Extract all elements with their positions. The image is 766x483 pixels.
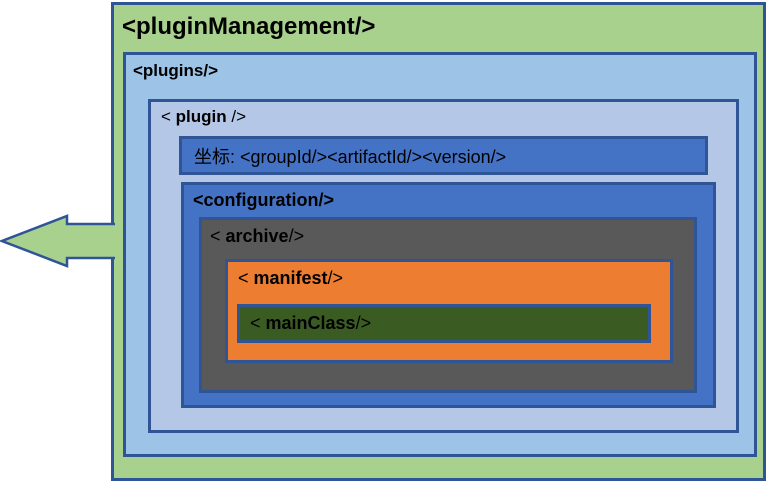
plugin-management-box: <pluginManagement/> <plugins/> < plugin … [111, 2, 766, 481]
coordinates-prefix: 坐标: [194, 146, 241, 167]
plugin-label-name: plugin [175, 107, 227, 126]
plugin-label: < plugin /> [151, 102, 736, 127]
manifest-label-name: manifest [253, 268, 328, 288]
coordinates-bar: 坐标: <groupId/><artifactId/><version/> [179, 136, 708, 175]
manifest-box: < manifest/> < mainClass/> [225, 259, 673, 363]
configuration-box: <configuration/> < archive/> < manifest/… [181, 182, 716, 408]
archive-label-name: archive [225, 226, 289, 246]
archive-label: < archive/> [202, 220, 694, 247]
manifest-label-open: < [238, 268, 254, 288]
main-class-label-close: /> [355, 313, 372, 333]
plugin-label-open: < [161, 107, 176, 126]
manifest-label: < manifest/> [228, 262, 670, 289]
coordinates-label: 坐标: <groupId/><artifactId/><version/> [182, 143, 506, 169]
coordinates-tags: <groupId/><artifactId/><version/> [240, 146, 507, 167]
plugin-label-close: /> [226, 107, 247, 126]
archive-label-open: < [210, 226, 226, 246]
plugins-box: <plugins/> < plugin /> 坐标: <groupId/><ar… [123, 52, 757, 457]
plugin-box: < plugin /> 坐标: <groupId/><artifactId/><… [148, 99, 739, 433]
plugins-label: <plugins/> [133, 61, 219, 80]
main-class-label: < mainClass/> [240, 313, 371, 334]
main-class-label-open: < [250, 313, 266, 333]
main-class-label-name: mainClass [265, 313, 356, 333]
manifest-label-close: /> [327, 268, 344, 288]
plugin-management-label: <pluginManagement/> [122, 13, 376, 40]
main-class-box: < mainClass/> [237, 304, 651, 343]
archive-label-close: /> [288, 226, 305, 246]
archive-box: < archive/> < manifest/> < mainClass/> [199, 217, 697, 393]
configuration-label: <configuration/> [193, 190, 335, 210]
left-arrow-icon [0, 214, 115, 268]
